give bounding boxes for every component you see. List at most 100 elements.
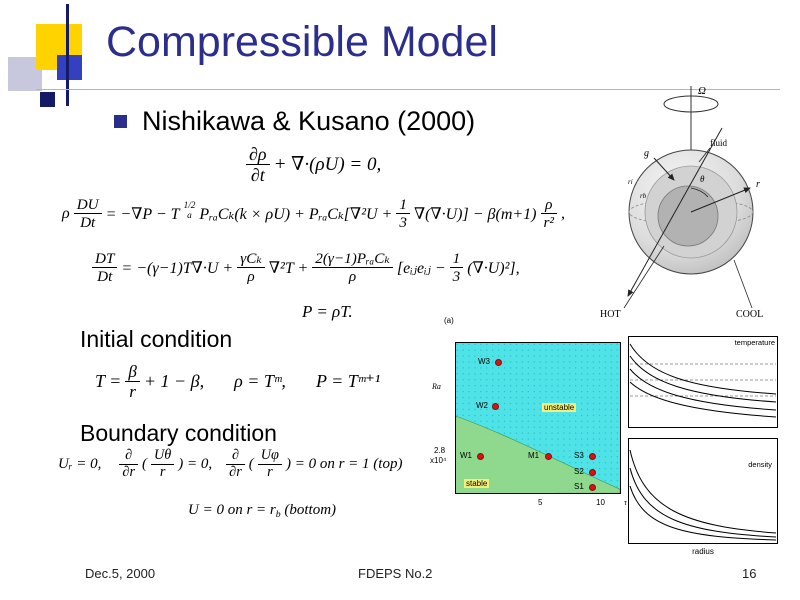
- stability-plot-area: W3 W2 W1 M1 S3 S2 S1 unstable stable: [455, 342, 621, 494]
- eq-text: ) = 0,: [178, 455, 213, 472]
- data-point-W3: [495, 359, 502, 366]
- y-tick-exponent: x10⁴: [430, 456, 447, 465]
- eq-text: P = Tᵐ⁺¹: [315, 371, 381, 392]
- radius-arrow: [690, 187, 751, 213]
- numerator: β: [125, 362, 140, 383]
- superscript: 1/2: [183, 200, 196, 211]
- eq-text: ,: [560, 204, 565, 222]
- data-point-S2: [589, 469, 596, 476]
- stability-regions: [456, 343, 620, 494]
- fraction: 1 3: [449, 250, 464, 285]
- denominator: 3: [399, 214, 407, 232]
- bullet-row: Nishikawa & Kusano (2000): [114, 106, 475, 137]
- panel-label: (a): [444, 316, 454, 325]
- curve: [629, 368, 777, 411]
- footer-center: FDEPS No.2: [358, 566, 433, 581]
- boundary-condition-heading: Boundary condition: [80, 420, 277, 446]
- hot-leader-line: [623, 245, 665, 309]
- initial-condition-heading: Initial condition: [80, 326, 233, 352]
- x-axis-label: τ: [624, 498, 627, 507]
- curve: [629, 449, 777, 534]
- numerator: ∂: [226, 447, 245, 465]
- numerator: ∂ρ: [246, 144, 270, 166]
- subscript: b: [275, 509, 281, 520]
- eq-text: ρ: [62, 204, 70, 222]
- point-label: S1: [574, 482, 584, 491]
- data-point-W1: [477, 453, 484, 460]
- numerator: DT: [92, 250, 118, 269]
- data-point-W2: [492, 403, 499, 410]
- fraction: DT Dt: [92, 250, 118, 286]
- hot-label: HOT: [600, 309, 621, 320]
- x-tick: 10: [596, 498, 605, 507]
- denominator: ρ: [247, 268, 255, 286]
- eq-text: U = 0 on r = r: [188, 502, 276, 518]
- density-plot: density: [628, 438, 778, 544]
- stable-region-label: stable: [464, 479, 490, 488]
- fraction: β r: [125, 362, 140, 401]
- point-label: W2: [476, 401, 488, 410]
- decoration-square-blue: [57, 55, 82, 80]
- inner-sphere: [657, 185, 719, 247]
- eq-text: ) = 0 on r = 1 (top): [285, 455, 403, 472]
- fraction: 1 3: [396, 196, 410, 231]
- plot-frame: [628, 438, 778, 544]
- fluid-label: fluid: [710, 138, 727, 148]
- fraction: ρ r²: [540, 196, 557, 232]
- eq-text: (: [142, 455, 147, 472]
- point-label: W3: [478, 357, 490, 366]
- unstable-region-label: unstable: [542, 403, 577, 412]
- numerator: DU: [73, 196, 102, 215]
- rotation-arrow: [663, 95, 719, 113]
- curve: [629, 467, 777, 538]
- eq-text: ∇(∇·U)] − β(m+1): [413, 205, 537, 223]
- denominator: ∂r: [229, 463, 242, 480]
- theta-arc: [690, 187, 709, 198]
- y-axis-label: Ra: [432, 382, 441, 391]
- fraction: 2(γ−1)PᵣₐCₖ ρ: [312, 250, 393, 285]
- curve: [629, 381, 777, 418]
- denominator: ∂r: [122, 463, 135, 480]
- temperature-plot: temperature: [628, 336, 778, 428]
- sphere-diagram: Ω g fluid θ r ri rb HOT COOL: [600, 85, 763, 320]
- fraction: DU Dt: [73, 196, 102, 232]
- boundary-equation-2: U = 0 on r = rb (bottom): [188, 502, 336, 520]
- denominator: ρ: [348, 268, 357, 286]
- superscript-subscript: 1/2 a: [183, 200, 196, 221]
- gravity-arrow: [653, 157, 675, 181]
- denominator: Dt: [97, 268, 113, 286]
- eq-text: T =: [95, 371, 122, 392]
- eq-state: P = ρT.: [302, 302, 353, 322]
- eq-text: Uᵣ = 0,: [58, 455, 102, 472]
- curve: [629, 343, 777, 395]
- denominator: r²: [543, 214, 554, 232]
- point-label: W1: [460, 451, 472, 460]
- cool-label: COOL: [736, 309, 763, 320]
- temperature-plot-label: temperature: [734, 338, 775, 347]
- slide-title: Compressible Model: [106, 18, 498, 66]
- eq-text: PᵣₐCₖ(k × ρU) + PᵣₐCₖ[∇²U +: [199, 205, 393, 223]
- y-tick-value: 2.8: [434, 446, 446, 455]
- fraction: ∂ ∂r: [226, 447, 245, 481]
- eq-text: = −∇P − T: [105, 205, 180, 223]
- radius-label: r: [756, 179, 760, 190]
- denominator: Dt: [80, 214, 96, 232]
- bottom-radius-label: rb: [640, 192, 647, 200]
- data-point-S3: [589, 453, 596, 460]
- fraction: γCₖ ρ: [237, 250, 265, 285]
- numerator: 1: [396, 196, 410, 215]
- numerator: ρ: [540, 196, 557, 215]
- fraction: ∂ ∂r: [119, 447, 138, 481]
- numerator: γCₖ: [237, 250, 265, 269]
- denominator: r: [267, 463, 273, 480]
- gravity-label: g: [644, 148, 649, 159]
- eq-text: (bottom): [284, 502, 337, 518]
- eq-continuity: ∂ρ ∂t + ∇·(ρU) = 0,: [246, 144, 381, 185]
- footer-page-number: 16: [742, 566, 757, 581]
- data-point-M1: [545, 453, 552, 460]
- curve: [629, 485, 777, 541]
- initial-condition-equation: T = β r + 1 − β, ρ = Tᵐ, P = Tᵐ⁺¹: [95, 362, 380, 401]
- title-underline: [36, 89, 780, 90]
- numerator: 1: [449, 250, 464, 269]
